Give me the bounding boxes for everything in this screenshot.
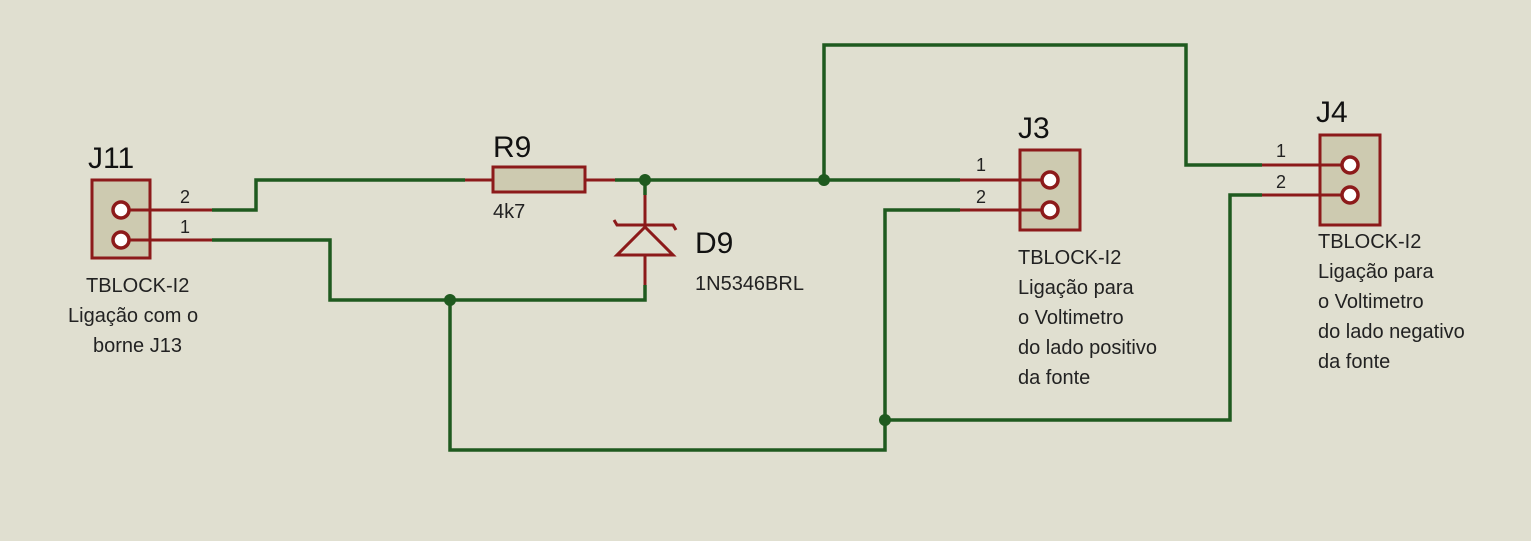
- j3-ref-label: J3: [1018, 112, 1050, 145]
- component-d9[interactable]: D9 1N5346BRL: [612, 195, 804, 295]
- d9-diode-triangle-icon: [613, 224, 677, 257]
- j3-desc-line: o Voltimetro: [1018, 307, 1124, 329]
- component-j11[interactable]: J11 2 1 TBLOCK-I2 Ligação com o borne J1…: [68, 142, 212, 357]
- junctions: [444, 174, 891, 426]
- r9-ref-label: R9: [493, 131, 531, 164]
- j4-block-body: [1318, 133, 1382, 227]
- d9-ref-label: D9: [695, 227, 733, 260]
- wire-j11-pin1-to-node[interactable]: [212, 238, 647, 302]
- j3-pin2-number: 2: [976, 187, 986, 207]
- j4-desc-line: do lado negativo: [1318, 321, 1465, 343]
- r9-value-label: 4k7: [493, 201, 525, 223]
- j3-desc-line: do lado positivo: [1018, 337, 1157, 359]
- j3-terminal-screw-icon[interactable]: [1040, 200, 1060, 220]
- j11-desc-line: Ligação com o: [68, 305, 198, 327]
- component-j4[interactable]: J4 1 2 TBLOCK-I2 Ligação para o Voltimet…: [1262, 96, 1465, 373]
- j3-terminal-screw-icon[interactable]: [1040, 170, 1060, 190]
- j3-desc-line: da fonte: [1018, 367, 1090, 389]
- component-r9[interactable]: R9 4k7: [465, 131, 615, 223]
- component-j3[interactable]: J3 1 2 TBLOCK-I2 Ligação para o Voltimet…: [960, 112, 1157, 389]
- j11-pin2-number: 2: [180, 187, 190, 207]
- j4-terminal-screw-icon[interactable]: [1340, 155, 1360, 175]
- j4-desc-line: da fonte: [1318, 351, 1390, 373]
- r9-resistor-body: [491, 165, 587, 194]
- j4-ref-label: J4: [1316, 96, 1348, 129]
- j11-terminal-screw-icon[interactable]: [111, 200, 131, 220]
- j3-type-label: TBLOCK-I2: [1018, 247, 1121, 269]
- junction-dot: [444, 294, 456, 306]
- j11-pin1-number: 1: [180, 217, 190, 237]
- j4-desc-line: Ligação para: [1318, 261, 1435, 283]
- j11-desc-line: borne J13: [93, 335, 182, 357]
- wire-to-j4-pin2[interactable]: [885, 193, 1262, 422]
- j11-ref-label: J11: [88, 142, 134, 175]
- wire-bottom-loop[interactable]: [448, 208, 960, 452]
- j11-terminal-screw-icon[interactable]: [111, 230, 131, 250]
- wires: [212, 43, 1262, 452]
- j3-pin1-number: 1: [976, 155, 986, 175]
- d9-value-label: 1N5346BRL: [695, 273, 804, 295]
- j4-type-label: TBLOCK-I2: [1318, 231, 1421, 253]
- wire-node-to-j4-pin1[interactable]: [822, 43, 1262, 180]
- j4-pin1-number: 1: [1276, 141, 1286, 161]
- j3-desc-line: Ligação para: [1018, 277, 1135, 299]
- j11-type-label: TBLOCK-I2: [86, 275, 189, 297]
- wire-j11-pin2-to-r9[interactable]: [212, 178, 465, 212]
- j4-desc-line: o Voltimetro: [1318, 291, 1424, 313]
- j4-pin2-number: 2: [1276, 172, 1286, 192]
- j4-terminal-screw-icon[interactable]: [1340, 185, 1360, 205]
- junction-dot: [818, 174, 830, 186]
- junction-dot: [639, 174, 651, 186]
- junction-dot: [879, 414, 891, 426]
